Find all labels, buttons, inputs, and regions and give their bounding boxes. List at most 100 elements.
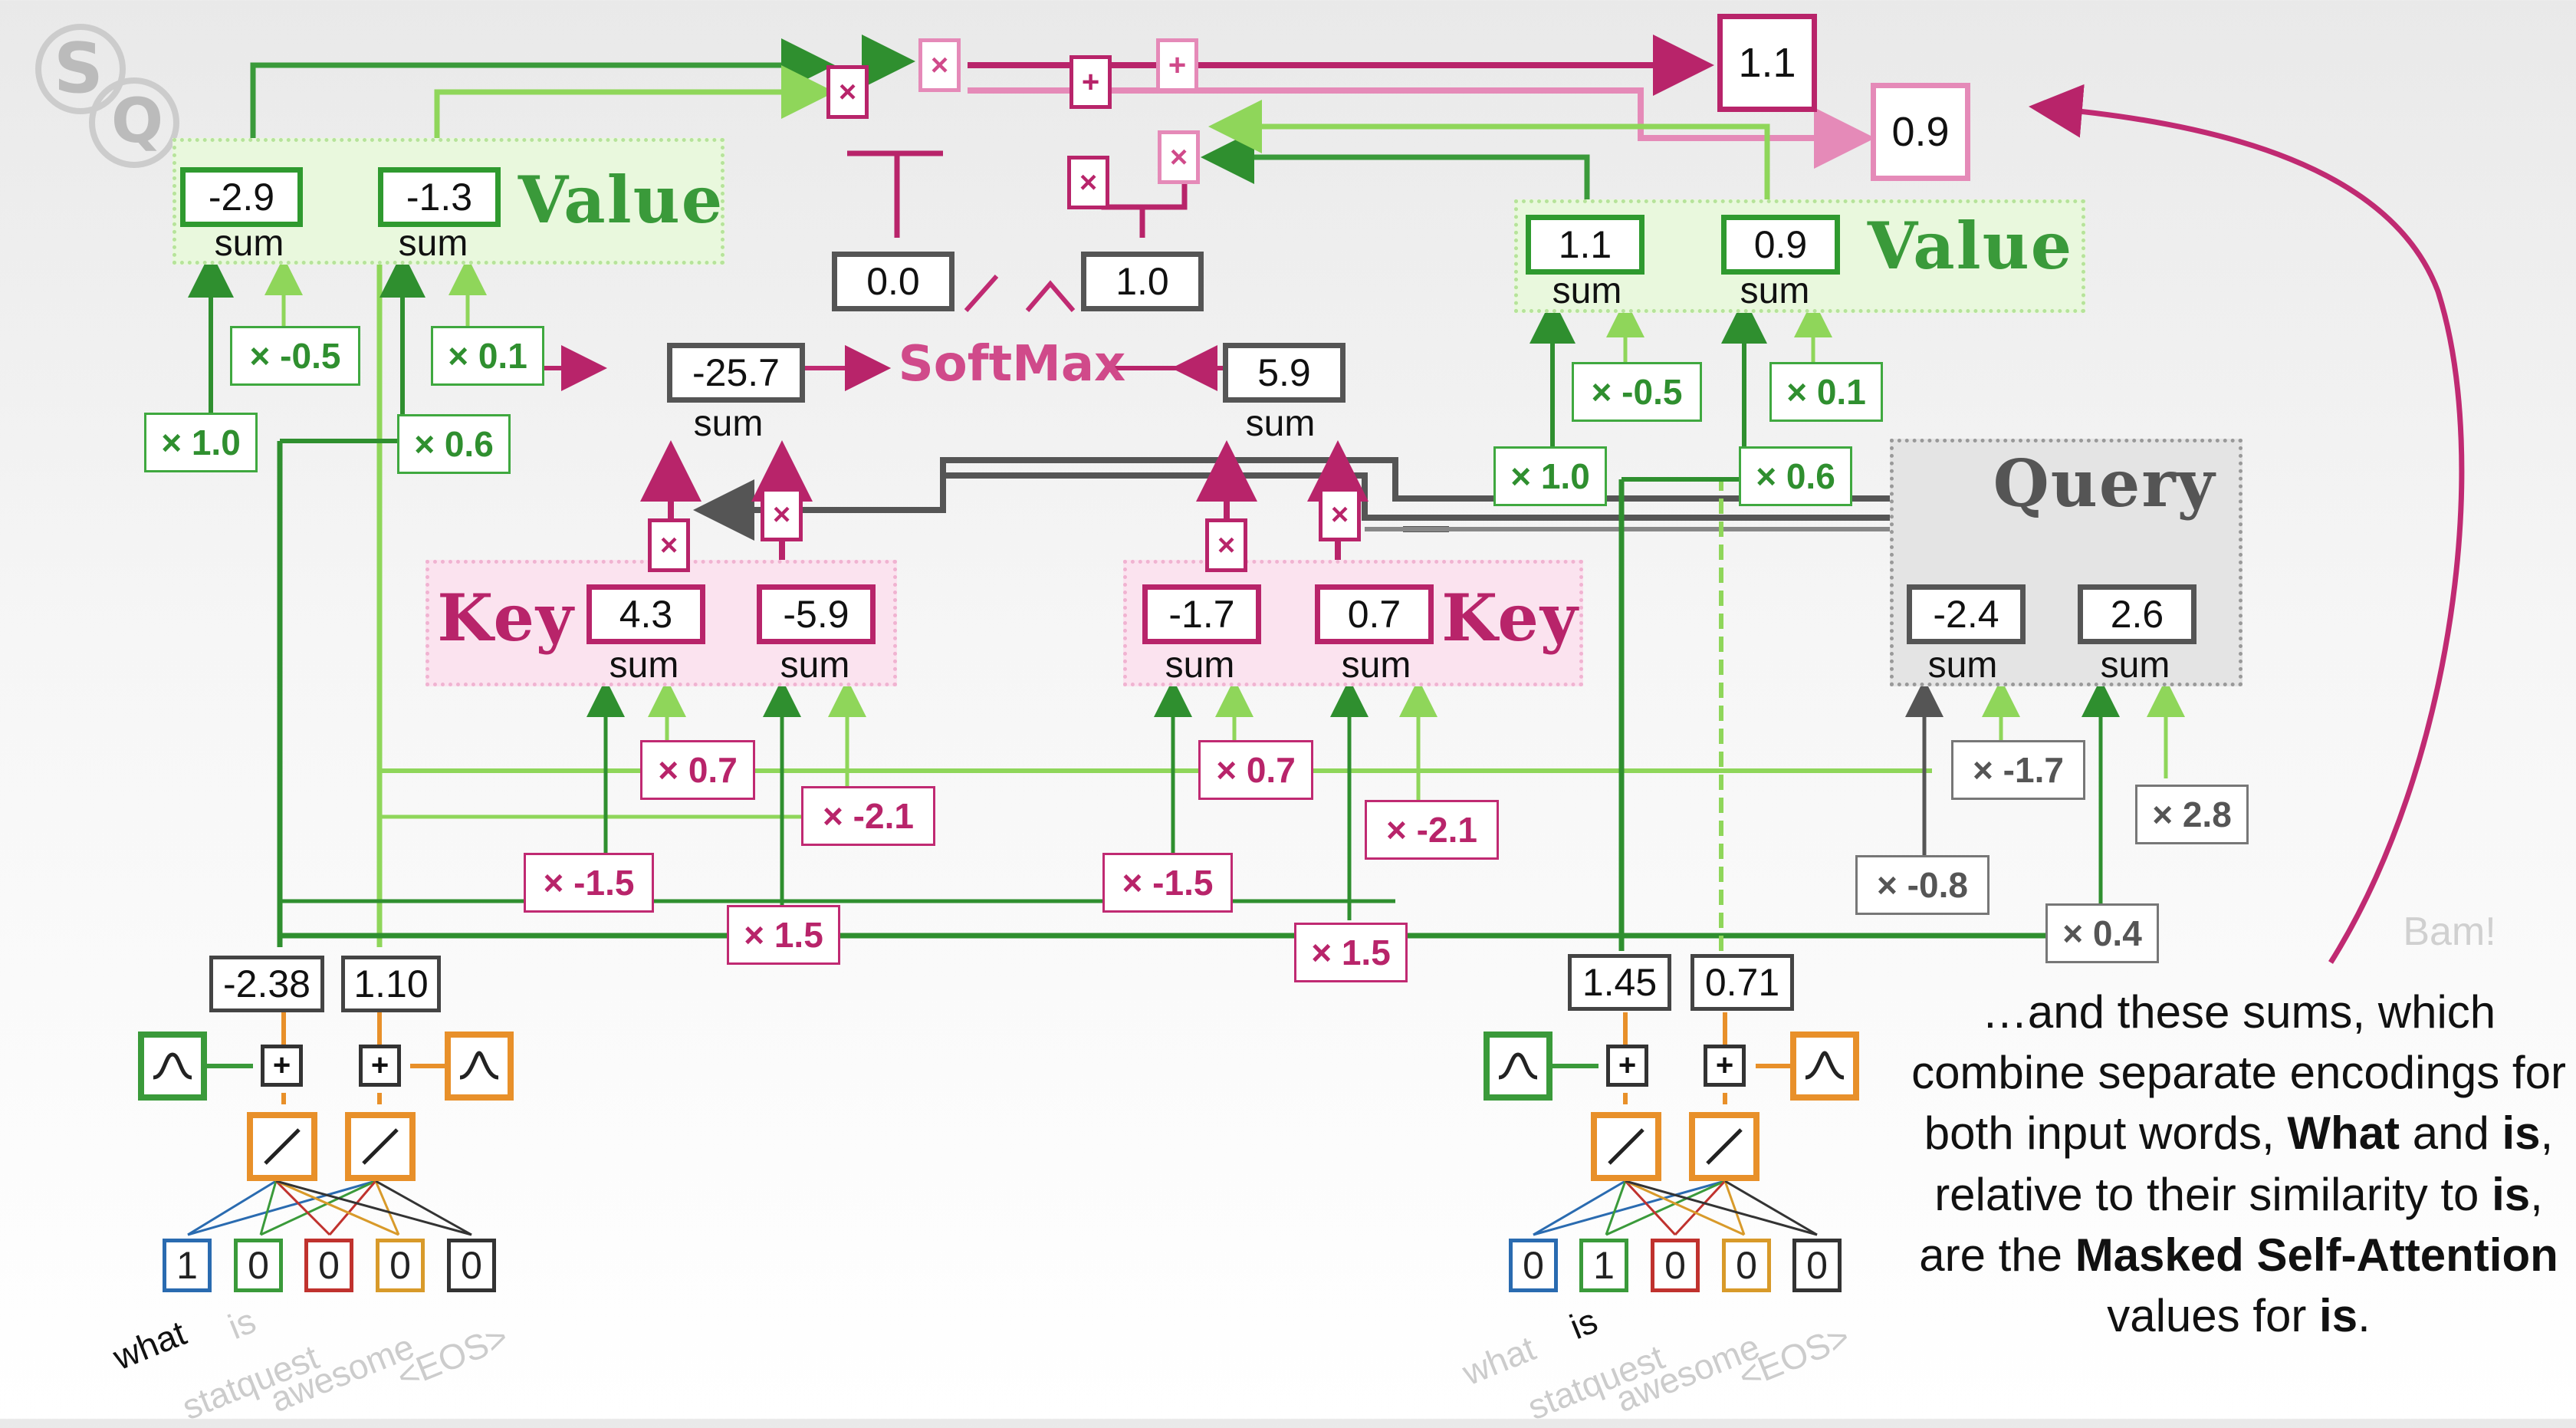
output-value-1: 1.1 xyxy=(1717,14,1817,112)
similarity-sum-what: -25.7 xyxy=(667,343,805,403)
query-weight: × -1.7 xyxy=(1951,740,2085,800)
value-left-sum-what: -2.9 xyxy=(180,167,303,227)
sine-icon xyxy=(138,1032,207,1101)
softmax-output-is: 1.0 xyxy=(1081,252,1204,311)
sum-label: sum xyxy=(693,403,764,444)
sum-label: sum xyxy=(398,223,468,264)
plus-node: + xyxy=(1606,1045,1648,1087)
encoding-what-1: -2.38 xyxy=(209,956,324,1012)
plus-node: + xyxy=(1156,38,1198,92)
encoding-what-2: 1.10 xyxy=(341,956,441,1012)
value-weight: × -0.5 xyxy=(1572,362,1702,422)
caption-text: , are the xyxy=(1919,1168,2543,1281)
multiply-node: × xyxy=(1158,130,1200,184)
multiply-node: × xyxy=(1319,488,1361,541)
svg-text:S: S xyxy=(54,28,104,109)
output-value-2: 0.9 xyxy=(1871,83,1970,181)
plus-node: + xyxy=(1070,55,1112,109)
caption-text: , relative to their similarity to xyxy=(1934,1107,2554,1220)
value-right-sum-is: 0.9 xyxy=(1721,215,1840,275)
input-eos: 0 xyxy=(1792,1239,1842,1292)
softmax-label: SoftMax xyxy=(898,336,1126,393)
explanation-caption: …and these sums, which combine separate … xyxy=(1901,982,2576,1346)
input-is: 1 xyxy=(1579,1239,1628,1292)
value-right-sum-what: 1.1 xyxy=(1526,215,1644,275)
multiply-node: × xyxy=(648,518,690,572)
plus-node: + xyxy=(359,1045,401,1087)
value-weight: × 0.6 xyxy=(1739,446,1852,506)
linear-activation-icon xyxy=(345,1112,416,1181)
query-sum-1: -2.4 xyxy=(1907,584,2026,644)
value-left-title: Value xyxy=(518,161,724,238)
query-region xyxy=(1890,439,2242,686)
key-weight: × -2.1 xyxy=(801,786,935,846)
plus-node: + xyxy=(1704,1045,1746,1087)
input-what: 1 xyxy=(163,1239,212,1292)
caption-emphasis: Masked Self-Attention xyxy=(2075,1229,2558,1281)
key-weight: × 1.5 xyxy=(1294,923,1408,982)
encoding-is-1: 1.45 xyxy=(1568,954,1671,1011)
value-weight: × 1.0 xyxy=(144,413,258,472)
input-statquest: 0 xyxy=(1651,1239,1700,1292)
value-weight: × 1.0 xyxy=(1493,446,1607,506)
linear-activation-icon xyxy=(247,1112,317,1181)
input-what: 0 xyxy=(1509,1239,1558,1292)
caption-emphasis: is xyxy=(2319,1289,2358,1341)
caption-text: and xyxy=(2400,1107,2502,1160)
sum-label: sum xyxy=(1245,403,1316,444)
query-weight: × 0.4 xyxy=(2045,903,2159,963)
key-weight: × 1.5 xyxy=(727,905,840,965)
value-left-sum-is: -1.3 xyxy=(378,167,501,227)
caption-emphasis: What xyxy=(2287,1107,2400,1160)
input-eos: 0 xyxy=(447,1239,496,1292)
cosine-icon xyxy=(1790,1032,1859,1101)
sum-label: sum xyxy=(1341,645,1411,686)
value-weight: × 0.6 xyxy=(397,414,511,474)
query-weight: × 2.8 xyxy=(2135,785,2249,844)
sum-label: sum xyxy=(1740,271,1810,311)
caption-text: . xyxy=(2358,1289,2371,1341)
key-right-sum-is: 0.7 xyxy=(1315,584,1434,644)
key-weight: × 0.7 xyxy=(640,740,755,800)
multiply-node: × xyxy=(1067,156,1109,209)
sum-label: sum xyxy=(214,223,284,264)
value-weight: × -0.5 xyxy=(230,326,360,386)
similarity-sum-is: 5.9 xyxy=(1223,343,1346,403)
key-left-sum-what: 4.3 xyxy=(586,584,705,644)
query-weight: × -0.8 xyxy=(1855,855,1990,915)
sum-label: sum xyxy=(1165,645,1235,686)
sum-label: sum xyxy=(780,645,850,686)
multiply-node: × xyxy=(1205,518,1247,572)
input-awesome: 0 xyxy=(1722,1239,1771,1292)
key-weight: × -2.1 xyxy=(1365,800,1499,860)
query-sum-2: 2.6 xyxy=(2078,584,2196,644)
cosine-icon xyxy=(445,1032,514,1101)
linear-activation-icon xyxy=(1591,1112,1661,1181)
plus-node: + xyxy=(261,1045,303,1087)
linear-activation-icon xyxy=(1689,1112,1760,1181)
encoding-is-2: 0.71 xyxy=(1691,954,1794,1011)
caption-emphasis: is xyxy=(2492,1168,2531,1220)
caption-text: values for xyxy=(2107,1289,2320,1341)
value-weight: × 0.1 xyxy=(1769,362,1883,422)
value-weight: × 0.1 xyxy=(431,326,544,386)
multiply-node: × xyxy=(826,65,869,119)
key-weight: × -1.5 xyxy=(524,853,654,913)
key-left-sum-is: -5.9 xyxy=(757,584,876,644)
key-right-title: Key xyxy=(1441,579,1579,656)
input-awesome: 0 xyxy=(376,1239,425,1292)
svg-text:Q: Q xyxy=(111,85,163,156)
sum-label: sum xyxy=(1927,645,1998,686)
key-left-title: Key xyxy=(437,579,575,656)
statquest-logo: S Q xyxy=(35,24,179,168)
key-right-sum-what: -1.7 xyxy=(1142,584,1261,644)
softmax-output-what: 0.0 xyxy=(832,252,955,311)
input-is: 0 xyxy=(234,1239,283,1292)
value-right-title: Value xyxy=(1867,207,2074,284)
input-statquest: 0 xyxy=(304,1239,353,1292)
multiply-node: × xyxy=(761,488,803,541)
query-title: Query xyxy=(1993,445,2216,522)
key-weight: × 0.7 xyxy=(1198,740,1313,800)
